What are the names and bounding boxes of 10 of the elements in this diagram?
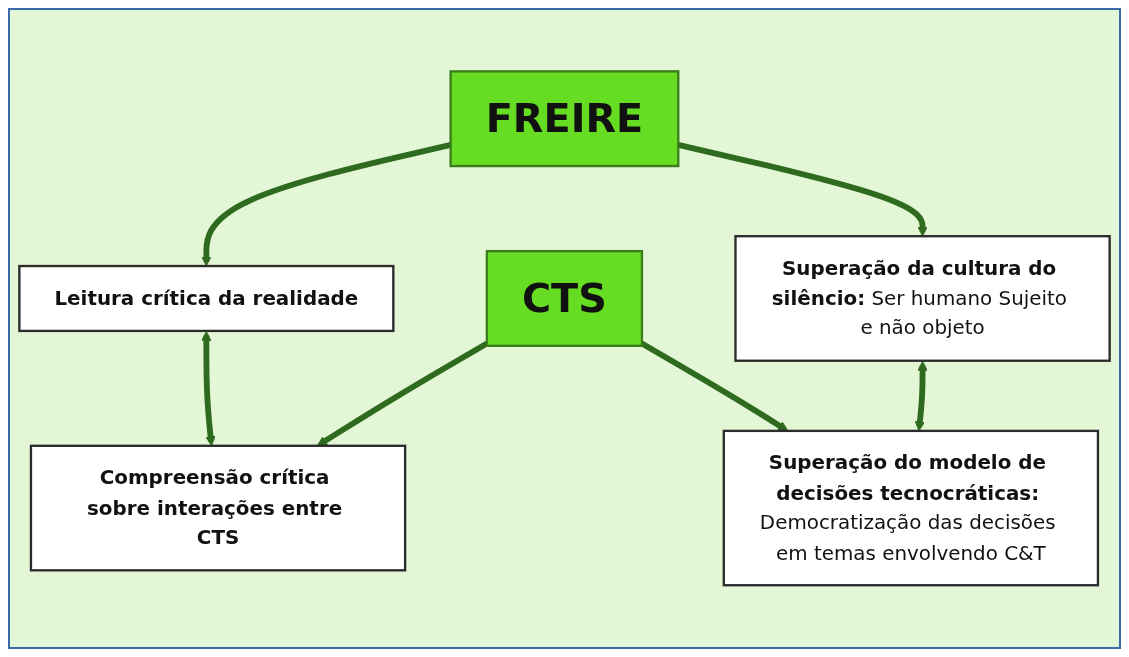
node-box: Leitura crítica da realidade [18, 265, 395, 333]
arrow [640, 341, 789, 432]
node-box: Superação da cultura do silêncio: Ser humano Sujeito e não objeto [734, 235, 1111, 363]
node-box: CTS [485, 250, 644, 348]
node-box: FREIRE [449, 70, 680, 168]
arrow [201, 331, 216, 447]
node-box: Compreensão crítica sobre interações entre CTS [29, 444, 407, 572]
arrow [316, 341, 489, 447]
node-box: Superação do modelo de decisões tecnocráticas: Democratização das decisões em temas envolvendo C&T [722, 429, 1100, 587]
arrow [914, 360, 928, 432]
